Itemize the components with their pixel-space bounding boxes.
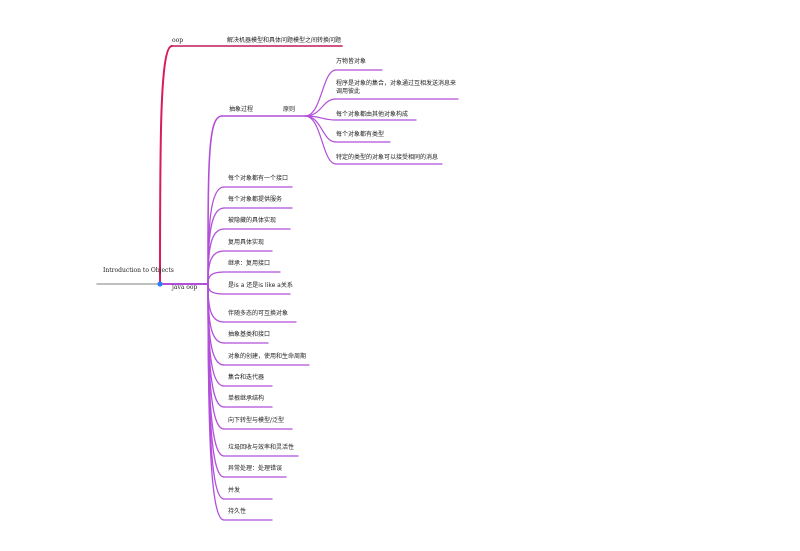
- java-item-label[interactable]: 是is a 还是is like a关系: [228, 282, 293, 289]
- branch-java-label[interactable]: java oop: [172, 284, 198, 291]
- java-item-label[interactable]: 垃圾回收与效率和灵活性: [228, 444, 295, 451]
- principle-edge: [304, 69, 337, 117]
- java-item-label[interactable]: 每个对象都提供服务: [228, 196, 283, 203]
- root-node-dot[interactable]: [157, 281, 163, 287]
- java-item-label[interactable]: 继承：复用接口: [228, 260, 271, 267]
- principle-edge: [304, 115, 337, 165]
- java-item-edge: [207, 250, 225, 285]
- principle-node-label[interactable]: 程序是对象的集合，对象通过互相发送消息来调用彼此: [336, 80, 457, 95]
- java-item-label[interactable]: 向下转型与模型/泛型: [228, 417, 285, 424]
- java-item-label[interactable]: 伴随多态的可互换对象: [228, 310, 289, 317]
- abstraction-edge: [207, 115, 223, 285]
- branch-oop-label[interactable]: oop: [172, 37, 184, 44]
- abstraction-node-label[interactable]: 抽象过程: [229, 106, 254, 113]
- java-item-edge: [207, 283, 225, 521]
- oop-branch-edge: [159, 45, 173, 285]
- java-item-label[interactable]: 复用具体实现: [228, 239, 265, 246]
- java-item-edge: [207, 271, 225, 285]
- abstraction-note-label: 原则: [283, 106, 296, 113]
- principle-node-label[interactable]: 每个对象都有类型: [336, 131, 385, 138]
- java-item-label[interactable]: 对象的创建，使用和生命周期: [228, 353, 307, 360]
- java-item-label[interactable]: 单根继承结构: [228, 395, 265, 402]
- java-item-label[interactable]: 持久性: [228, 508, 247, 515]
- root-node-label[interactable]: Introduction to Objects: [103, 267, 174, 274]
- java-item-label[interactable]: 并发: [228, 487, 241, 494]
- oop-child-label[interactable]: 解决机器模型和具体问题模型之间转换问题: [227, 37, 342, 44]
- java-item-edge: [207, 283, 225, 295]
- principle-node-label[interactable]: 万物皆对象: [336, 58, 367, 65]
- principle-node-label[interactable]: 特定的类型的对象可以接受相同的消息: [336, 154, 439, 161]
- java-item-label[interactable]: 集合和迭代器: [228, 374, 265, 381]
- java-item-edge: [207, 283, 225, 323]
- principle-node-label[interactable]: 每个对象都由其他对象构成: [336, 111, 409, 118]
- java-item-label[interactable]: 异常处理：处理错误: [228, 465, 283, 472]
- java-item-label[interactable]: 每个对象都有一个接口: [228, 175, 289, 182]
- java-item-label[interactable]: 被隐藏的具体实现: [228, 217, 277, 224]
- principle-edge: [304, 98, 337, 117]
- java-item-label[interactable]: 抽象基类和接口: [228, 331, 271, 338]
